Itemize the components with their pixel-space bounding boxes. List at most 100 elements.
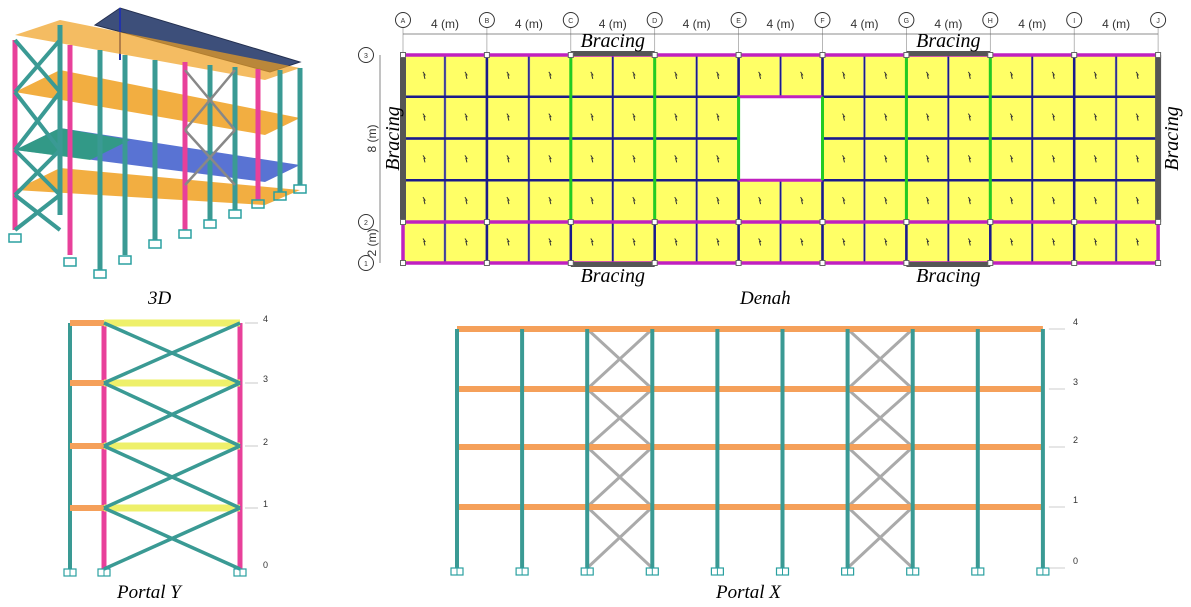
x-brace — [103, 506, 241, 571]
slab-load-arrow — [716, 155, 720, 163]
slab-load-arrow — [1135, 238, 1140, 246]
slab-load-arrow — [967, 113, 972, 121]
slab-load-arrow — [1051, 71, 1056, 79]
column-marker — [987, 260, 994, 266]
bracing-label: Bracing — [916, 265, 980, 287]
slab-load-arrow — [1009, 238, 1014, 246]
grid-bubble — [358, 214, 374, 230]
slab-load-arrow — [967, 155, 972, 163]
column-marker — [735, 52, 742, 58]
x-brace — [586, 445, 654, 509]
slab-load-arrow — [925, 238, 930, 246]
slab-load-arrow — [1009, 71, 1014, 79]
bracing-bar — [1155, 55, 1162, 222]
x-brace — [586, 505, 654, 570]
slab-load-arrow — [1093, 155, 1098, 163]
bracing-bar — [570, 51, 655, 56]
grid-label: H — [988, 18, 993, 25]
slab-load-arrow — [1051, 113, 1056, 121]
column-marker — [819, 260, 826, 266]
column-marker — [1155, 219, 1162, 225]
grid-label: D — [652, 18, 657, 25]
caption-portal-x: Portal X — [715, 582, 782, 603]
grid-bubble — [646, 12, 663, 28]
column-marker — [567, 52, 574, 58]
column-marker — [987, 52, 994, 58]
level-label: 1 — [263, 499, 268, 509]
column-marker — [483, 52, 490, 58]
level-label: 2 — [1073, 435, 1078, 445]
column-marker — [819, 219, 826, 225]
level-label: 4 — [1073, 317, 1078, 327]
bracing-bar — [906, 51, 991, 56]
grid-label: G — [904, 18, 909, 25]
level-label: 3 — [1073, 377, 1078, 387]
depth-dimension: 2 (m) — [365, 229, 379, 257]
slab-load-arrow — [758, 71, 762, 79]
caption-3d: 3D — [147, 288, 172, 309]
slab-load-arrow — [925, 155, 930, 163]
column-marker — [1071, 52, 1078, 58]
column-marker — [735, 260, 742, 266]
column-marker — [1071, 219, 1078, 225]
x-brace — [846, 445, 914, 509]
slab-load-arrow — [548, 71, 552, 79]
slab-load-arrow — [422, 113, 426, 121]
slab-load-arrow — [1135, 113, 1140, 121]
column-marker — [567, 260, 574, 266]
span-dimension: 4 (m) — [431, 17, 459, 31]
slab-load-arrow — [422, 196, 426, 205]
slab-load-arrow — [884, 71, 888, 79]
slab-load-arrow — [632, 71, 636, 79]
slab-load-arrow — [758, 238, 762, 246]
x-brace — [103, 321, 241, 385]
slab-load-arrow — [1009, 196, 1014, 205]
x-brace — [103, 381, 241, 448]
column-marker — [1071, 260, 1078, 266]
grid-bubble — [1150, 12, 1167, 28]
slab-load-arrow — [1135, 155, 1140, 163]
span-dimension: 4 (m) — [599, 17, 627, 31]
column-marker — [903, 219, 910, 225]
slab-load-arrow — [716, 113, 720, 121]
column-marker — [651, 219, 658, 225]
column-marker — [1155, 52, 1162, 58]
slab-load-arrow — [967, 71, 972, 79]
slab-load-arrow — [967, 238, 972, 246]
slab-load-arrow — [1051, 196, 1056, 205]
grid-label: A — [401, 18, 406, 25]
x-brace — [846, 505, 914, 570]
slab-load-arrow — [842, 71, 846, 79]
grid-bubble — [982, 12, 999, 28]
slab-load-arrow — [548, 155, 552, 163]
grid-bubble — [478, 12, 495, 28]
grid-label: I — [1073, 18, 1075, 25]
column-marker — [903, 52, 910, 58]
level-label: 0 — [263, 560, 268, 570]
grid-label: J — [1156, 18, 1160, 25]
x-brace — [103, 444, 241, 510]
slab-load-arrow — [506, 196, 510, 205]
bracing-label: Bracing — [581, 265, 645, 287]
grid-label: F — [820, 18, 824, 25]
span-dimension: 4 (m) — [850, 17, 878, 31]
column-marker — [567, 219, 574, 225]
grid-bubble — [1066, 12, 1083, 28]
slab-load-arrow — [800, 71, 804, 79]
level-label: 3 — [263, 374, 268, 384]
slab-load-arrow — [464, 71, 468, 79]
slab-load-arrow — [422, 71, 426, 79]
slab-load-arrow — [674, 196, 678, 205]
slab-load-arrow — [842, 196, 846, 205]
slab-load-arrow — [674, 71, 678, 79]
slab-load-arrow — [1135, 196, 1140, 205]
caption-portal-y: Portal Y — [116, 582, 183, 603]
slab-load-arrow — [506, 71, 510, 79]
slab-load-arrow — [842, 155, 846, 163]
span-dimension: 4 (m) — [1018, 17, 1046, 31]
bracing-label: Bracing — [1161, 106, 1183, 170]
span-dimension: 4 (m) — [515, 17, 543, 31]
bracing-label: Bracing — [581, 30, 645, 52]
